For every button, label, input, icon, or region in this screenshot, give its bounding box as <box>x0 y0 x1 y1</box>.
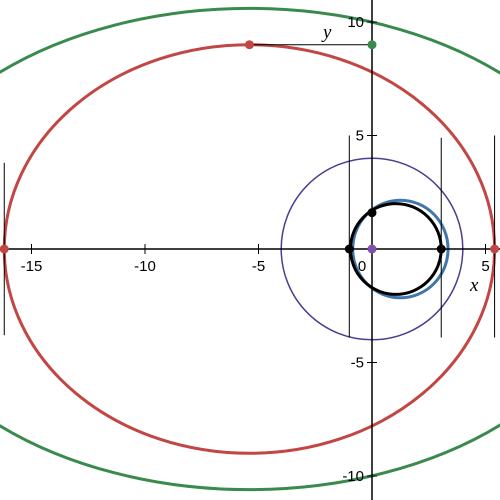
point-dot_purple-7 <box>367 244 377 254</box>
y-tick-label-10: 10 <box>347 14 364 31</box>
x-tick-label--15: -15 <box>21 258 43 275</box>
point-black-4 <box>344 244 354 254</box>
point-red-3 <box>490 244 500 254</box>
x-tick-label-5: 5 <box>481 258 489 275</box>
point-red-0 <box>244 40 254 50</box>
y-tick-label-5: 5 <box>356 128 364 145</box>
x-tick-label-0: 0 <box>358 258 366 275</box>
points-layer <box>0 40 500 254</box>
point-green-1 <box>367 40 377 50</box>
point-black-6 <box>367 208 377 218</box>
y-axis-label: y <box>321 22 332 43</box>
curve-green-0 <box>0 6 500 492</box>
x-tick-label--10: -10 <box>134 258 156 275</box>
x-tick-label--5: -5 <box>252 258 265 275</box>
point-black-5 <box>436 244 446 254</box>
x-axis-label: x <box>469 275 479 296</box>
y-tick-label--10: -10 <box>342 468 364 485</box>
point-red-2 <box>0 244 9 254</box>
y-tick-label--5: -5 <box>351 355 364 372</box>
labels-layer: x y -15 -10 -5 0 5 -10 -5 5 10 <box>21 14 490 485</box>
